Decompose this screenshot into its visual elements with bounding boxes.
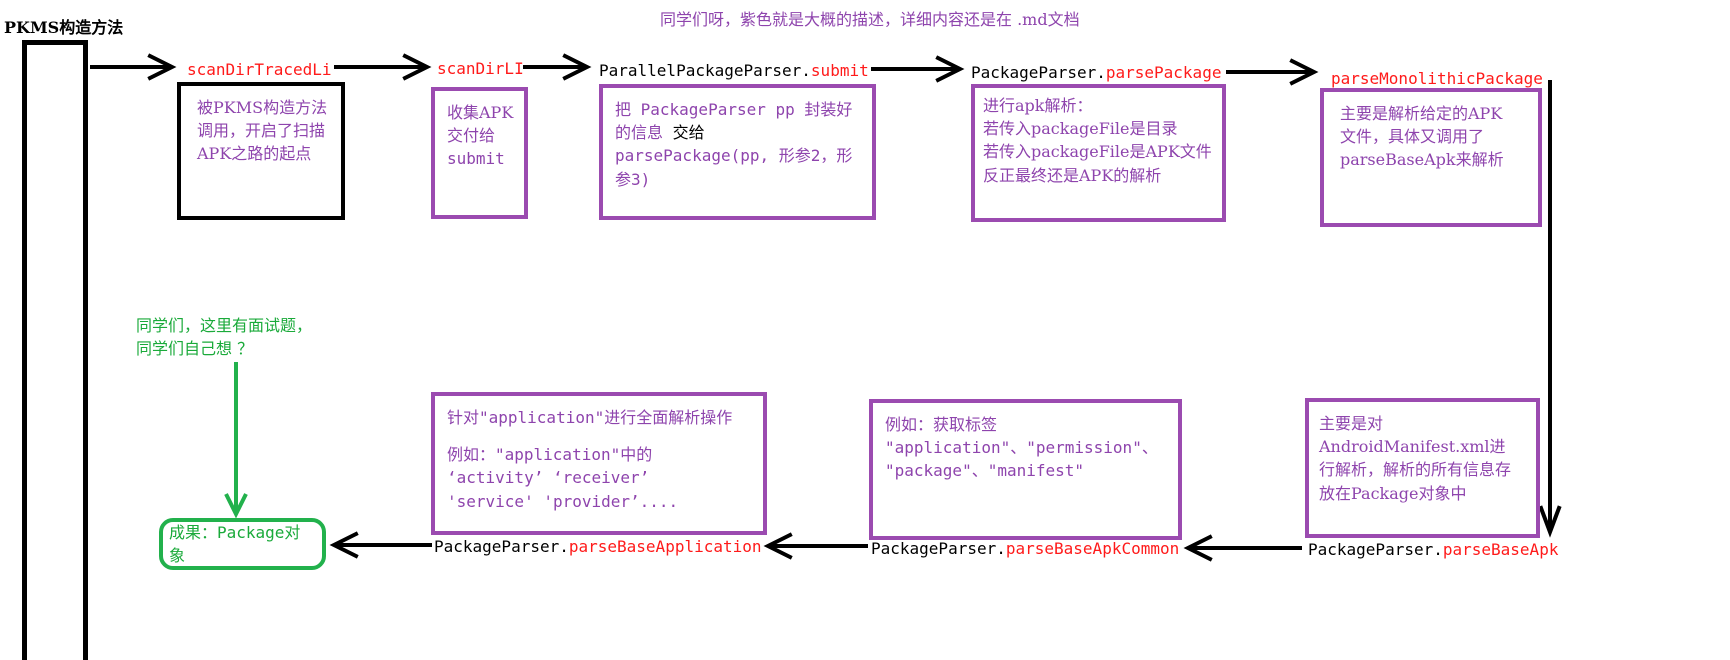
node-parsebaseapk: PackageParser.parseBaseApk — [1308, 538, 1558, 561]
box-line: 主要是解析给定的APK — [1340, 104, 1503, 123]
arrow-submit-to-parsepackage — [871, 55, 965, 83]
box-line: 进行apk解析： — [983, 96, 1093, 115]
box-line: 若传入packageFile是目录 — [983, 119, 1178, 139]
box-line: ‘activity’ ‘receiver’ — [447, 468, 650, 488]
arrow-application-to-result — [329, 531, 432, 559]
node-parsemonolithicpackage: parseMonolithicPackage — [1331, 69, 1543, 88]
arrow-parsebaseapk-to-common — [1183, 534, 1302, 562]
box-line: 调用，开启了扫描 — [197, 121, 326, 141]
node-parsebaseapk-method: parseBaseApk — [1442, 540, 1559, 559]
arrow-scandirli-to-parallel — [523, 53, 592, 81]
box-line: 收集APK — [447, 103, 514, 122]
box-line: 放在Package对象中 — [1319, 483, 1467, 503]
node-scandirtracedli: scanDirTracedLi — [187, 60, 332, 79]
pkms-pillar — [22, 40, 88, 660]
green-note-line: 同学们，这里有面试题， — [136, 316, 313, 335]
result-box: 成果：Package对象 — [159, 518, 326, 570]
desc-box-parsepackage: 进行apk解析： 若传入packageFile是目录 若传入packageFil… — [971, 84, 1226, 222]
box-line: 例如："application"中的 — [447, 445, 653, 465]
box-line-highlight: 交给 — [672, 123, 705, 143]
box-line: 主要是对 — [1319, 414, 1384, 433]
box-line: 把 PackageParser pp 封装好 — [615, 100, 853, 119]
box-line: 交付给 — [447, 126, 496, 146]
green-note: 同学们，这里有面试题， 同学们自己想 ？ — [136, 314, 312, 360]
box-line: 针对"application"进行全面解析操作 — [447, 408, 733, 427]
node-parsebaseapkcommon: PackageParser.parseBaseApkCommon — [871, 537, 1179, 560]
desc-box-parsebaseapplication: 针对"application"进行全面解析操作 例如："application"… — [431, 392, 767, 535]
node-parsepackage-method: parsePackage — [1105, 63, 1222, 82]
arrow-pkms-to-scandirtracedli — [90, 53, 177, 81]
node-parsebaseapplication-method: parseBaseApplication — [568, 537, 762, 556]
box-line: 'service' 'provider’.... — [447, 491, 679, 511]
desc-box-parsemonolithic: 主要是解析给定的APK 文件，具体又调用了 parseBaseApk来解析 — [1320, 88, 1542, 227]
box-line: 文件，具体又调用了 — [1340, 127, 1485, 147]
arrow-monolithic-to-parsebaseapk — [1538, 80, 1562, 538]
box-line: 若传入packageFile是APK文件 — [983, 142, 1212, 162]
box-line: submit — [447, 149, 505, 169]
box-line: parseBaseApk来解析 — [1340, 150, 1504, 170]
node-packageparser-class-1: PackageParser. — [971, 63, 1106, 82]
box-line: 的信息 交给 — [615, 121, 860, 144]
node-parsepackage: PackageParser.parsePackage — [971, 61, 1221, 84]
node-submit-method: submit — [810, 61, 869, 80]
box-line-part: 的信息 — [615, 123, 673, 143]
node-parsebaseapplication: PackageParser.parseBaseApplication — [434, 535, 762, 558]
node-packageparser-class-3: PackageParser. — [871, 539, 1006, 558]
desc-box-scandirtracedli: 被PKMS构造方法 调用，开启了扫描 APK之路的起点 — [177, 82, 345, 220]
diagram-title: PKMS构造方法 — [4, 18, 124, 37]
arrow-scandirtracedli-to-scandirli — [334, 53, 432, 81]
node-parsebaseapkcommon-method: parseBaseApkCommon — [1005, 539, 1180, 558]
node-packageparser-class-4: PackageParser. — [434, 537, 569, 556]
box-line: parsePackage(pp, 形参2，形 — [615, 146, 853, 166]
box-line: AndroidManifest.xml进 — [1319, 437, 1506, 457]
arrow-parsepackage-to-monolithic — [1226, 58, 1319, 86]
node-parallel-submit: ParallelPackageParser.submit — [599, 59, 869, 82]
arrow-common-to-application — [763, 532, 868, 560]
box-line: 反正最终还是APK的解析 — [983, 165, 1162, 185]
desc-box-parsebaseapkcommon: 例如：获取标签 "application"、"permission"、 "pac… — [869, 399, 1182, 540]
node-scandirli: scanDirLI — [437, 59, 524, 78]
green-note-line: 同学们自己想 ？ — [136, 339, 254, 359]
node-packageparser-class-2: PackageParser. — [1308, 540, 1443, 559]
box-line: APK之路的起点 — [197, 144, 312, 164]
box-line: "package"、"manifest" — [885, 461, 1085, 481]
box-line: 例如：获取标签 — [885, 415, 998, 434]
desc-box-scandirli: 收集APK 交付给 submit — [431, 87, 528, 219]
box-line: 行解析，解析的所有信息存 — [1319, 460, 1512, 480]
box-line: 参3) — [615, 169, 651, 189]
top-note: 同学们呀，紫色就是大概的描述，详细内容还是在 .md文档 — [660, 10, 1080, 29]
box-line: "application"、"permission"、 — [885, 438, 1158, 458]
desc-box-submit: 把 PackageParser pp 封装好 的信息 交给 parsePacka… — [599, 84, 876, 220]
box-line: 被PKMS构造方法 — [197, 98, 328, 117]
node-parallel-class: ParallelPackageParser. — [599, 61, 811, 80]
desc-box-parsebaseapk: 主要是对 AndroidManifest.xml进 行解析，解析的所有信息存 放… — [1305, 398, 1540, 538]
green-arrow-note-to-result — [224, 362, 248, 519]
